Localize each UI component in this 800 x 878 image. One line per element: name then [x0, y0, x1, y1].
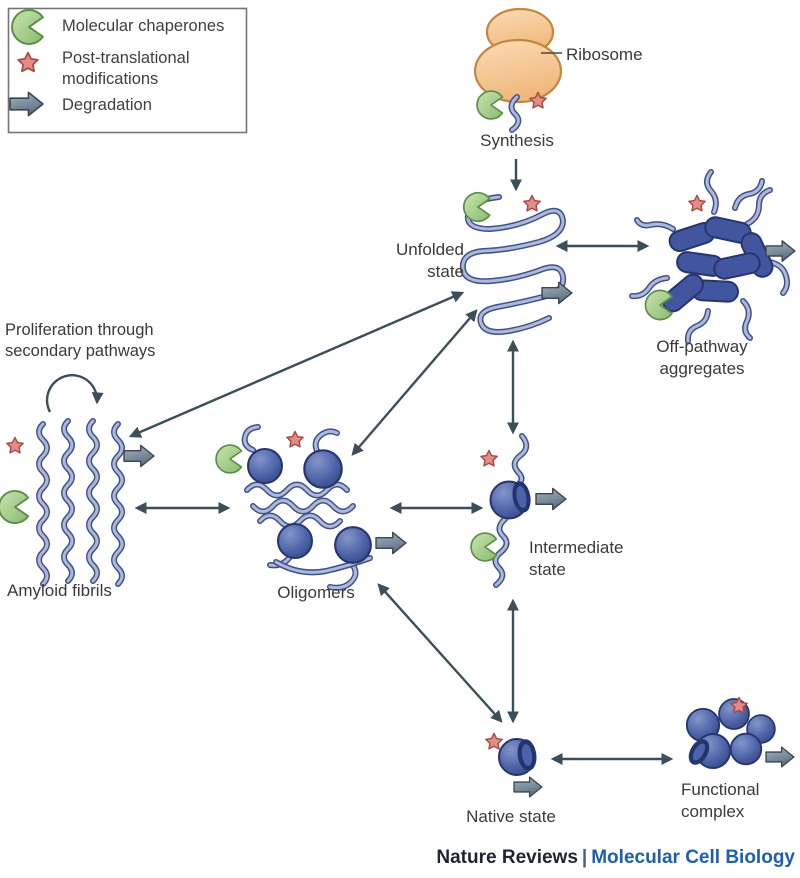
ptm-star-icon — [485, 732, 503, 750]
chaperone-icon — [215, 444, 243, 474]
journal-name: Nature Reviews — [436, 847, 578, 868]
aggregate-blobs — [662, 216, 774, 313]
degradation-arrow-icon — [123, 444, 155, 468]
ptm-star-icon — [480, 449, 498, 467]
oligomers-label: Oligomers — [277, 583, 355, 602]
synthesis-label: Synthesis — [480, 131, 554, 150]
native-barrel — [498, 738, 537, 776]
intermediate-barrel — [489, 480, 531, 520]
ribosome-group — [473, 7, 563, 130]
arrow-amyloid-unfolded — [128, 291, 465, 438]
ptm-star-icon — [688, 194, 706, 212]
pathway-arrows — [45, 159, 674, 765]
legend-chaperones-label: Molecular chaperones — [62, 17, 225, 35]
amyloid-fibrils-label: Amyloid fibrils — [7, 581, 112, 600]
unfolded-state-label: Unfolded state — [395, 240, 464, 282]
legend-degradation-label: Degradation — [62, 96, 152, 114]
functional-complex-label: Functional complex — [681, 780, 760, 822]
degradation-arrow-icon — [535, 487, 567, 511]
ptm-star-icon — [286, 430, 304, 448]
chaperone-icon — [470, 532, 498, 562]
functional-complex-group — [685, 696, 795, 769]
degradation-arrow-icon — [541, 281, 573, 305]
intermediate-state-label: Intermediate state — [529, 538, 624, 580]
ribosome-large-subunit — [473, 38, 563, 104]
journal-title: Molecular Cell Biology — [591, 847, 795, 868]
arrow-oligomers-native — [377, 583, 503, 723]
unfolded-state-group — [462, 191, 573, 332]
oligomers-group — [215, 427, 407, 588]
legend-box — [7, 7, 248, 134]
arrow-proliferation-loop — [45, 374, 104, 413]
chaperone-icon — [462, 191, 491, 223]
chaperone-icon — [476, 90, 504, 120]
journal-separator: | — [581, 847, 588, 868]
complex-spheres — [685, 698, 776, 769]
ribosome-label: Ribosome — [566, 45, 643, 64]
ptm-star-icon — [523, 194, 541, 212]
amyloid-fibrils-group — [0, 421, 155, 584]
degradation-arrow-icon — [513, 776, 543, 798]
degradation-arrow-icon — [375, 531, 407, 555]
proliferation-label: Proliferation through secondary pathways — [5, 321, 156, 361]
ptm-star-icon — [6, 436, 24, 454]
legend-ptm-label: Post-translational modifications — [62, 49, 190, 88]
native-state-group — [485, 732, 543, 798]
off-pathway-label: Off-pathway aggregates — [656, 337, 748, 379]
intermediate-state-group — [470, 436, 567, 585]
degradation-arrow-icon — [765, 746, 795, 768]
chaperone-icon — [0, 489, 30, 525]
fibril-strands — [39, 421, 122, 584]
journal-credit: Nature Reviews|Molecular Cell Biology — [395, 847, 795, 869]
arrow-oligomers-unfolded — [351, 309, 478, 456]
native-state-label: Native state — [466, 807, 556, 826]
off-pathway-aggregates-group — [632, 172, 796, 341]
